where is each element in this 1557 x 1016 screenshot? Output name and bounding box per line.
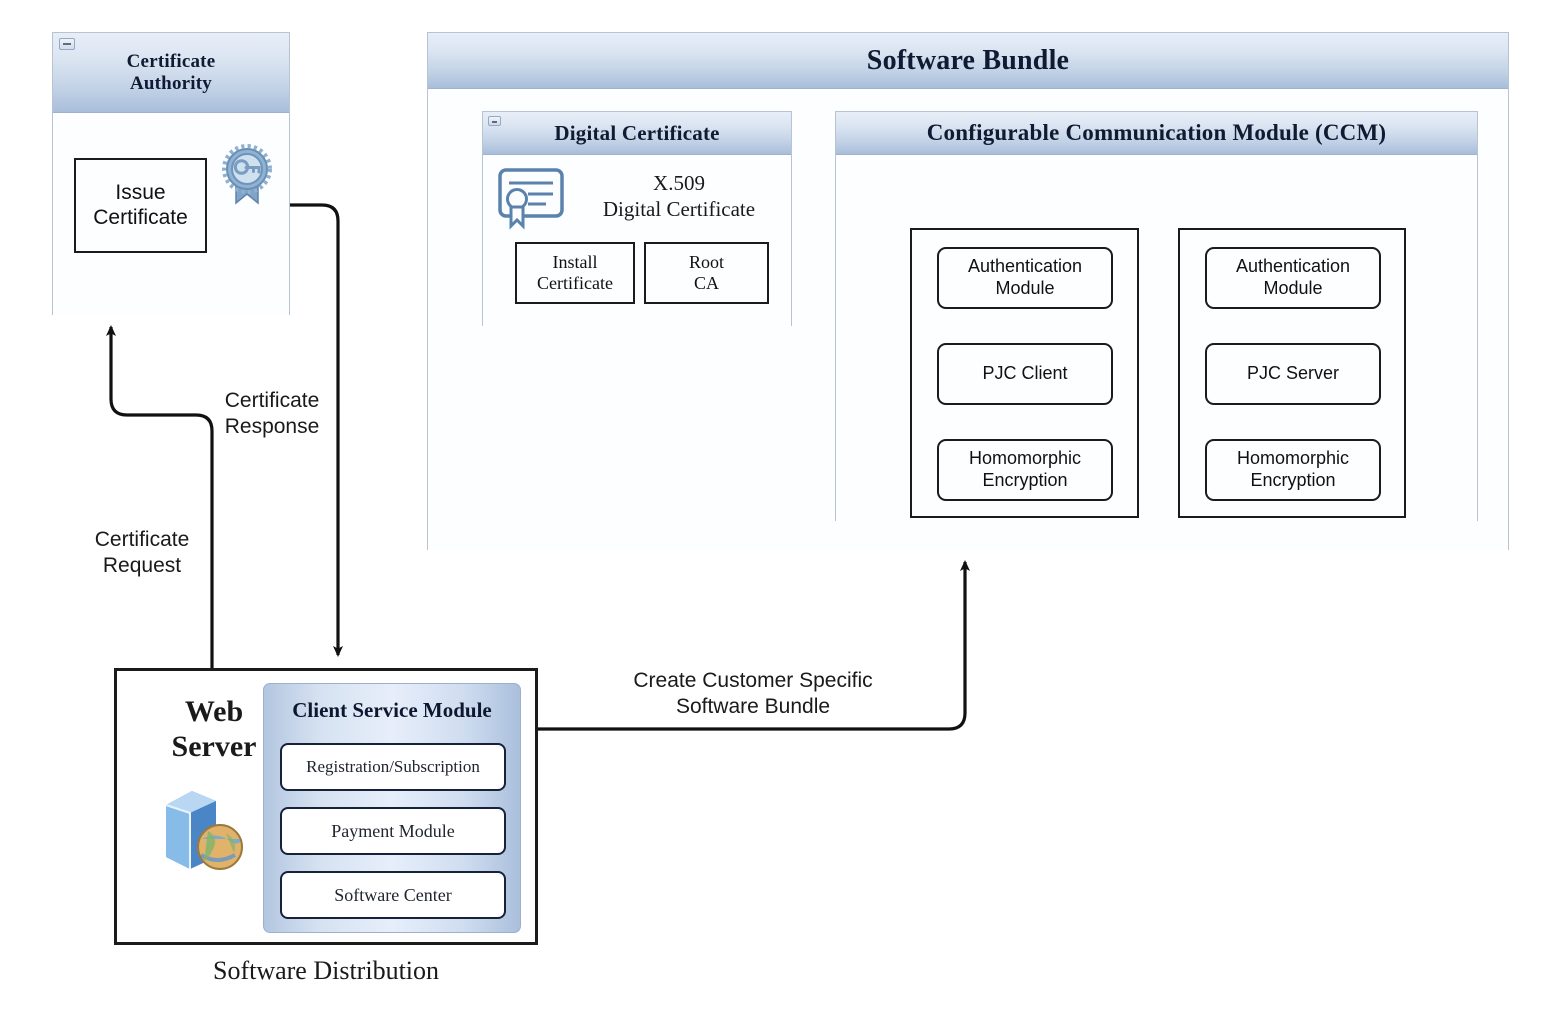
install-certificate-button[interactable]: Install Certificate <box>515 242 635 304</box>
client-he-line2: Encryption <box>982 470 1068 490</box>
install-certificate-line2: Certificate <box>537 273 613 293</box>
server-auth-line1: Authentication <box>1235 256 1351 277</box>
server-he-line2: Encryption <box>1250 470 1336 490</box>
issue-certificate-line2: Certificate <box>93 205 188 229</box>
digital-certificate-panel[interactable]: Digital Certificate X.509 Digital Certif… <box>482 111 792 326</box>
x509-caption-line1: X.509 <box>653 171 705 195</box>
client-authentication-module[interactable]: Authentication Module <box>937 247 1113 309</box>
x509-caption-line2: Digital Certificate <box>602 197 756 222</box>
web-server-title-line1: Web <box>184 695 244 728</box>
certificate-authority-titlebar: Certificate Authority <box>53 33 289 113</box>
certificate-response-label: Certificate Response <box>178 388 366 441</box>
root-ca-line1: Root <box>688 252 724 273</box>
issue-certificate-line1: Issue <box>115 181 166 205</box>
key-seal-ribbon-icon <box>216 141 278 209</box>
certificate-document-icon <box>496 166 568 232</box>
web-server-title-line2: Server <box>171 729 257 763</box>
software-bundle-titlebar: Software Bundle <box>428 33 1508 89</box>
server-homomorphic-encryption-module[interactable]: Homomorphic Encryption <box>1205 439 1381 501</box>
client-auth-line2: Module <box>995 278 1055 298</box>
web-server-box[interactable]: Web Server Clien <box>114 668 538 945</box>
certificate-request-label: Certificate Request <box>48 527 236 580</box>
server-auth-line2: Module <box>1263 278 1323 298</box>
minimize-icon[interactable] <box>59 38 75 50</box>
server-globe-icon <box>152 783 252 871</box>
client-auth-line1: Authentication <box>967 256 1083 277</box>
ca-title-line1: Certificate <box>126 50 216 72</box>
client-service-module-title: Client Service Module <box>292 697 492 722</box>
install-certificate-line1: Install <box>552 252 598 273</box>
certificate-request-line1: Certificate <box>94 528 190 551</box>
ccm-title: Configurable Communication Module (CCM) <box>926 120 1387 145</box>
root-ca-line2: CA <box>693 273 719 293</box>
ca-title-line2: Authority <box>129 72 212 94</box>
software-bundle-title: Software Bundle <box>866 44 1070 76</box>
diagram-caption: Software Distribution <box>212 956 440 985</box>
ccm-server-stack-group: Authentication Module PJC Server Homomor… <box>1178 228 1406 518</box>
pjc-server-label: PJC Server <box>1246 363 1340 384</box>
certificate-response-line1: Certificate <box>224 389 320 412</box>
create-bundle-line2: Software Bundle <box>675 695 831 719</box>
ccm-panel[interactable]: Configurable Communication Module (CCM) … <box>835 111 1478 521</box>
minimize-icon[interactable] <box>488 116 501 126</box>
root-ca-button[interactable]: Root CA <box>644 242 769 304</box>
server-he-line1: Homomorphic <box>1236 448 1350 469</box>
certificate-authority-panel[interactable]: Certificate Authority Issue Certificate <box>52 32 290 315</box>
pjc-client-module[interactable]: PJC Client <box>937 343 1113 405</box>
software-bundle-panel[interactable]: Software Bundle Digital Certificate <box>427 32 1509 550</box>
digital-certificate-titlebar: Digital Certificate <box>483 112 791 155</box>
payment-module-button[interactable]: Payment Module <box>280 807 506 855</box>
registration-subscription-button[interactable]: Registration/Subscription <box>280 743 506 791</box>
x509-caption: X.509 Digital Certificate <box>579 170 779 223</box>
ccm-client-stack-group: Authentication Module PJC Client Homomor… <box>910 228 1139 518</box>
digital-certificate-title: Digital Certificate <box>554 120 720 145</box>
server-authentication-module[interactable]: Authentication Module <box>1205 247 1381 309</box>
pjc-client-label: PJC Client <box>982 363 1068 384</box>
client-homomorphic-encryption-module[interactable]: Homomorphic Encryption <box>937 439 1113 501</box>
create-bundle-line1: Create Customer Specific <box>633 669 873 692</box>
certificate-request-connector <box>106 325 214 668</box>
create-bundle-label: Create Customer Specific Software Bundle <box>600 668 906 721</box>
ccm-titlebar: Configurable Communication Module (CCM) <box>836 112 1477 155</box>
certificate-request-line2: Request <box>102 554 182 578</box>
certificate-response-line2: Response <box>224 415 320 439</box>
client-service-module-panel[interactable]: Client Service Module Registration/Subsc… <box>263 683 521 933</box>
pjc-server-module[interactable]: PJC Server <box>1205 343 1381 405</box>
issue-certificate-box[interactable]: Issue Certificate <box>74 158 207 253</box>
software-center-button[interactable]: Software Center <box>280 871 506 919</box>
client-he-line1: Homomorphic <box>968 448 1082 469</box>
web-server-title: Web Server <box>139 695 289 764</box>
